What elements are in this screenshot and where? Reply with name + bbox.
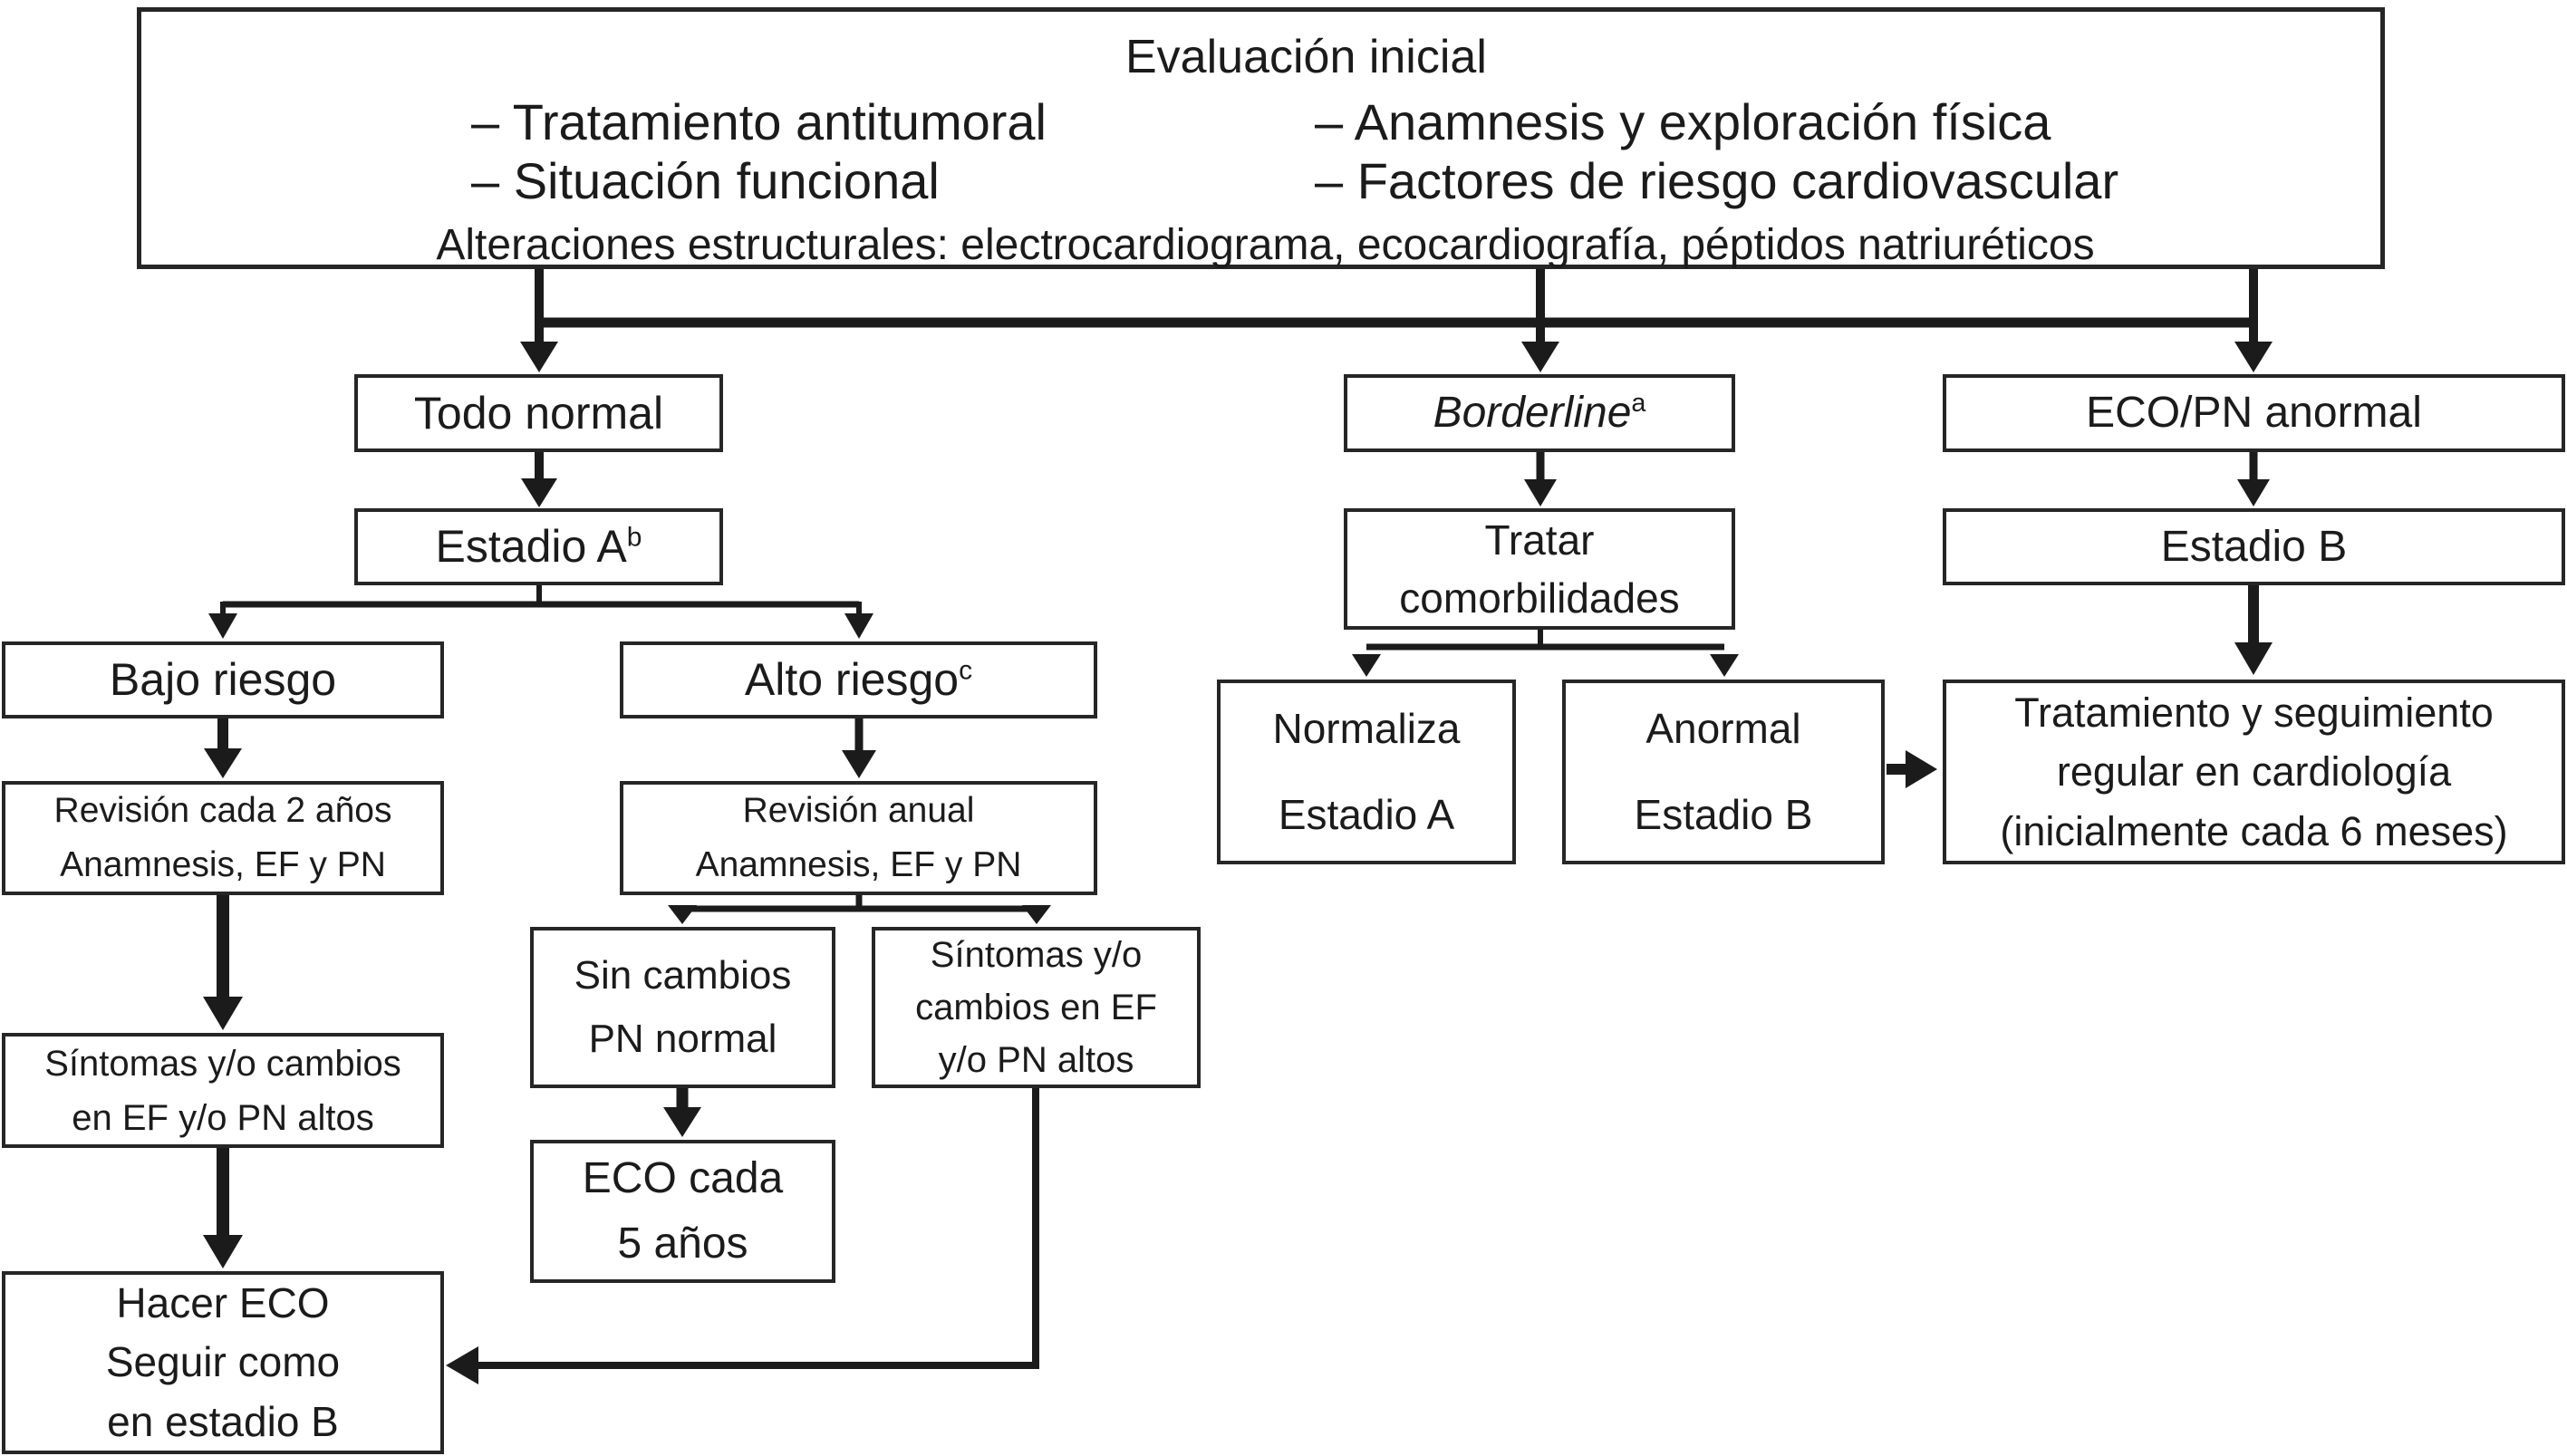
node-hacer-eco: Hacer ECO Seguir como en estadio B [2, 1271, 444, 1454]
node-tratamiento-seguimiento: Tratamiento y seguimiento regular en car… [1943, 680, 2565, 864]
connector-eval-distribution [520, 265, 2273, 372]
node-eco-pn-anormal: ECO/PN anormal [1943, 374, 2565, 452]
node-eco-cada-5-anos: ECO cada 5 años [530, 1140, 835, 1283]
node-sin-cambios-pn-normal: Sin cambios PN normal [530, 927, 835, 1088]
connector-borderline-to-tratar [1524, 450, 1557, 506]
borderline-label: Borderline [1433, 389, 1632, 437]
node-borderline: Borderlinea [1344, 374, 1735, 452]
node-todo-normal: Todo normal [354, 374, 723, 452]
node-normaliza-estadio-a: Normaliza Estadio A [1217, 680, 1516, 864]
connector-estadio-a-split [208, 583, 873, 639]
node-anormal-estadio-b: Anormal Estadio B [1562, 680, 1885, 864]
connector-tratar-split [1352, 630, 1739, 677]
node-sintomas-cambios-bajo: Síntomas y/o cambios en EF y/o PN altos [2, 1033, 444, 1148]
connector-anormal-to-tratamiento [1887, 750, 1937, 788]
connector-sintomas-bajo-to-hacer-eco [203, 1146, 243, 1268]
node-evaluacion-inicial: Evaluación inicial – Tratamiento antitum… [137, 7, 2385, 269]
node-alto-riesgo: Alto riesgoc [620, 641, 1097, 718]
node-revision-anual: Revisión anual Anamnesis, EF y PN [620, 781, 1097, 895]
eval-item-factores-riesgo: – Factores de riesgo cardiovascular [1315, 152, 2119, 209]
connector-sin-cambios-to-eco5 [663, 1086, 701, 1137]
node-revision-cada-2-anos: Revisión cada 2 años Anamnesis, EF y PN [2, 781, 444, 895]
eval-footer-alteraciones: Alteraciones estructurales: electrocardi… [436, 221, 2095, 269]
connector-bajo-to-revision [204, 717, 242, 778]
eval-title: Evaluación inicial [1125, 31, 1487, 83]
borderline-footnote: a [1631, 389, 1646, 418]
alto-riesgo-footnote: c [959, 655, 973, 686]
estadio-a-footnote: b [626, 522, 642, 553]
node-bajo-riesgo: Bajo riesgo [2, 641, 444, 718]
node-tratar-comorbilidades: Tratar comorbilidades [1344, 508, 1735, 630]
eval-item-anamnesis: – Anamnesis y exploración física [1315, 93, 2051, 150]
connector-todo-normal-to-estadio-a [521, 450, 557, 507]
node-estadio-b: Estadio B [1943, 508, 2565, 585]
connector-sintomas-alto-to-hacer-eco [446, 1086, 1039, 1384]
node-sintomas-cambios-alto: Síntomas y/o cambios en EF y/o PN altos [872, 927, 1201, 1088]
connector-estadio-b-to-tratamiento [2234, 583, 2273, 675]
connector-revision-alto-split [668, 893, 1051, 924]
connector-ecopn-to-estadio-b [2237, 450, 2270, 506]
eval-item-tratamiento-antitumoral: – Tratamiento antitumoral [471, 93, 1047, 150]
connector-alto-to-revision [842, 717, 876, 778]
connector-revision-to-sintomas-bajo [203, 893, 243, 1030]
node-estadio-a: Estadio Ab [354, 508, 723, 585]
eval-item-situacion-funcional: – Situación funcional [471, 152, 940, 209]
